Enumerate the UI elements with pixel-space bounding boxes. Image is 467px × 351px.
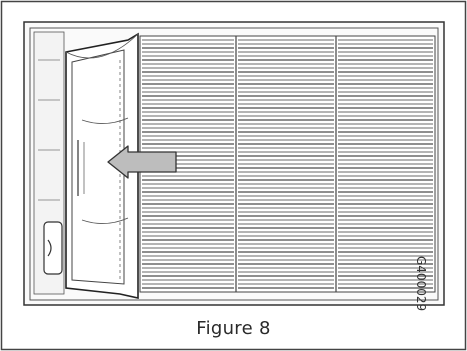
latch-icon bbox=[43, 221, 63, 275]
filter-media-grid bbox=[139, 35, 436, 293]
housing-left-strip bbox=[33, 31, 65, 295]
left-arrow-icon bbox=[107, 145, 177, 179]
housing-inner-frame bbox=[29, 27, 439, 301]
filter-door-panel bbox=[65, 32, 139, 299]
filter-column-dividers bbox=[235, 36, 337, 292]
figure-code: G400029 bbox=[414, 256, 428, 312]
figure-caption: Figure 8 bbox=[196, 318, 271, 339]
